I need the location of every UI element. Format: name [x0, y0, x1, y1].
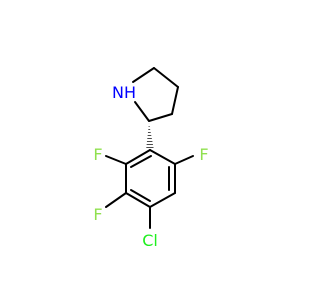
bond-ring2-d [149, 192, 176, 208]
bond-ring2-c [125, 192, 151, 208]
bond-ring1-a [134, 101, 150, 122]
atom-label-f-right: F [199, 145, 208, 164]
bond-ring1-d [153, 67, 179, 88]
bond-f-right [174, 155, 194, 165]
atom-label-cl: Cl [142, 231, 158, 250]
atom-label-nh: NH [112, 83, 136, 102]
atom-label-f-bottom: F [93, 205, 102, 224]
bond-f-bottom [105, 192, 127, 208]
bond-ring2-f [149, 149, 176, 165]
bond-ring1-c [171, 86, 179, 115]
stereo-hash-bond [146, 123, 154, 150]
bond-ring2-c-double [130, 189, 151, 202]
bond-ring1-e [132, 67, 155, 83]
bond-ring1-b [148, 113, 173, 122]
molecule-structure: NH F F F Cl [93, 67, 209, 250]
bond-ring2-a-double [130, 155, 152, 168]
bond-f-left [105, 155, 127, 165]
bond-ring2-a [125, 149, 151, 165]
atom-label-f-left: F [93, 145, 102, 164]
